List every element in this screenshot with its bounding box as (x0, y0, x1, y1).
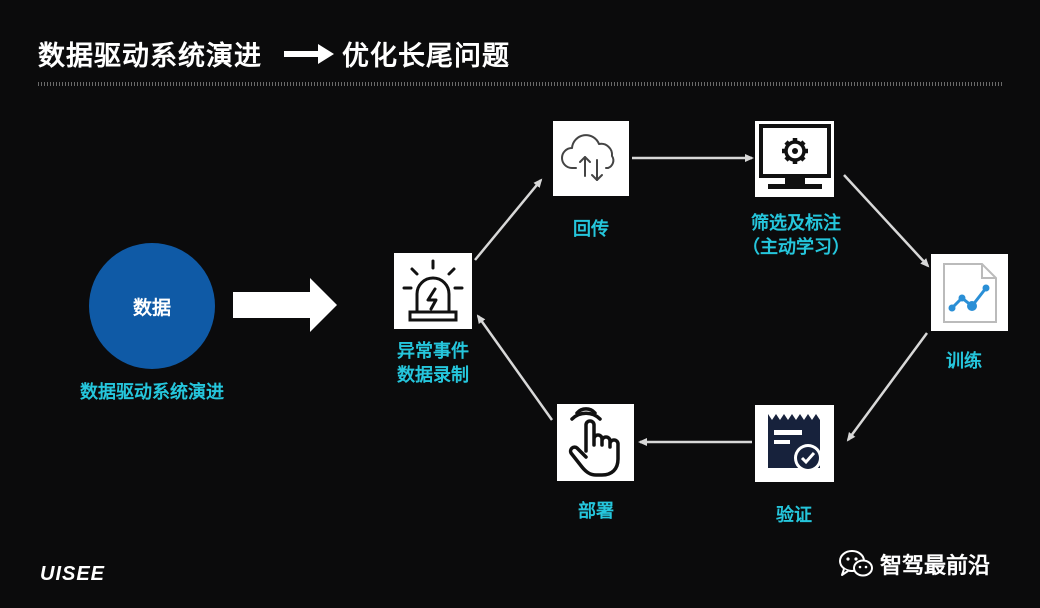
data-circle-caption: 数据驱动系统演进 (80, 382, 224, 403)
page-title: 数据驱动系统演进 优化长尾问题 (38, 34, 510, 73)
big-right-arrow (233, 278, 337, 332)
title-left: 数据驱动系统演进 (38, 41, 262, 72)
train-label: 训练 (946, 351, 982, 372)
hand-touch-icon (568, 406, 620, 477)
arrow-anomaly-to-upload (474, 178, 543, 261)
filter-node (755, 121, 834, 197)
train-node (931, 254, 1008, 331)
anomaly-node (394, 253, 472, 329)
filter-label: 筛选及标注 （主动学习） (724, 212, 868, 260)
deploy-node (557, 404, 634, 481)
anomaly-label-line1: 异常事件 (397, 341, 469, 362)
title-divider (38, 82, 1004, 86)
line-chart-document-icon (942, 262, 997, 323)
filter-label-line2: （主动学习） (742, 237, 850, 258)
watermark: 智驾最前沿 (838, 548, 990, 580)
title-right: 优化长尾问题 (342, 41, 510, 72)
anomaly-label: 异常事件 数据录制 (370, 340, 496, 388)
verify-node (755, 405, 834, 482)
calendar-check-icon (767, 413, 822, 472)
arrow-deploy-to-anomaly (476, 314, 554, 421)
title-arrow-icon (284, 43, 334, 64)
monitor-gear-icon (758, 124, 831, 189)
deploy-label: 部署 (578, 501, 614, 522)
wechat-icon (839, 550, 873, 577)
arrow-train-to-verify (846, 332, 929, 442)
data-circle: 数据 (89, 243, 215, 369)
verify-label: 验证 (776, 505, 812, 526)
upload-node (553, 121, 629, 196)
filter-label-line1: 筛选及标注 (751, 213, 841, 234)
arrow-filter-to-train (843, 174, 930, 268)
alarm-siren-icon (402, 259, 464, 322)
brand-logo: UISEE (40, 563, 106, 585)
data-circle-label: 数据 (132, 296, 171, 319)
upload-label: 回传 (573, 219, 609, 240)
cloud-upload-download-icon (561, 133, 615, 181)
watermark-text: 智驾最前沿 (880, 554, 991, 579)
anomaly-label-line2: 数据录制 (397, 365, 469, 386)
